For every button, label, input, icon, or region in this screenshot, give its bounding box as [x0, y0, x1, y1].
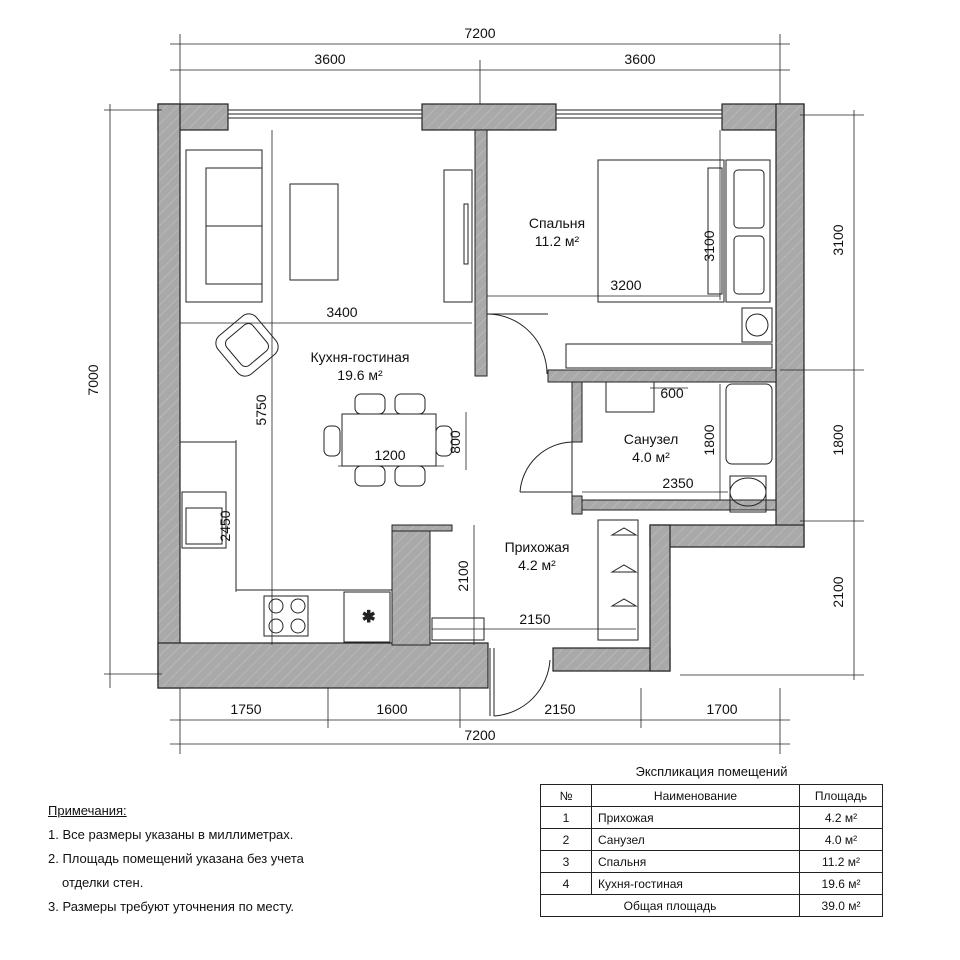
- dining-set: [323, 393, 453, 487]
- note-2-continued: отделки стен.: [62, 875, 144, 890]
- table-row: 2 Санузел 4.0 м²: [540, 828, 883, 851]
- dim-overall-top: 7200: [464, 25, 495, 41]
- legend-cell-num: 4: [540, 872, 592, 895]
- coffee-table: [289, 183, 339, 281]
- legend-cell-name: Санузел: [591, 828, 800, 851]
- legend-header-area: Площадь: [799, 784, 883, 807]
- doors: [486, 313, 573, 717]
- dim-kitchen-len: 2450: [217, 510, 233, 541]
- dim-right-2: 1800: [830, 424, 846, 455]
- legend-header-name: Наименование: [591, 784, 800, 807]
- legend-title: Экспликация помещений: [635, 764, 788, 779]
- bed: [597, 159, 771, 303]
- room-bath-name: Санузел: [624, 431, 679, 447]
- legend-header-num: №: [540, 784, 592, 807]
- kitchen-counter: ✱: [180, 441, 392, 643]
- legend-cell-num: 1: [540, 806, 592, 829]
- dim-bottom-4: 1700: [706, 701, 737, 717]
- notes-title: Примечания:: [48, 803, 127, 818]
- dim-hall-height: 2100: [455, 560, 471, 591]
- dim-right-3: 2100: [830, 576, 846, 607]
- windows: [227, 109, 723, 119]
- legend-total-label: Общая площадь: [540, 894, 800, 917]
- dim-table-width: 1200: [374, 447, 405, 463]
- dim-top-left: 3600: [314, 51, 345, 67]
- wardrobe: [565, 343, 773, 369]
- armchair: [215, 313, 279, 377]
- washing-machine: [741, 307, 773, 343]
- dim-table-depth: 800: [447, 430, 463, 454]
- legend-total-row: Общая площадь 39.0 м²: [540, 894, 883, 917]
- legend-cell-name: Прихожая: [591, 806, 800, 829]
- dim-right-1: 3100: [830, 224, 846, 255]
- dim-living-width: 3400: [326, 304, 357, 320]
- room-living-area: 19.6 м²: [337, 367, 383, 383]
- legend-cell-area: 11.2 м²: [799, 850, 883, 873]
- dim-living-height: 5750: [253, 394, 269, 425]
- note-1: 1. Все размеры указаны в миллиметрах.: [48, 827, 294, 842]
- note-3: 3. Размеры требуют уточнения по месту.: [48, 899, 295, 914]
- legend-table: № Наименование Площадь 1 Прихожая 4.2 м²…: [540, 784, 883, 917]
- legend-header-row: № Наименование Площадь: [540, 784, 883, 807]
- outer-walls: [157, 103, 805, 689]
- room-bedroom-area: 11.2 м²: [535, 233, 580, 249]
- room-hall-area: 4.2 м²: [518, 557, 556, 573]
- dim-bath-width: 2350: [662, 475, 693, 491]
- table-row: 3 Спальня 11.2 м²: [540, 850, 883, 873]
- notes: Примечания: 1. Все размеры указаны в мил…: [48, 799, 468, 919]
- svg-text:✱: ✱: [362, 607, 375, 626]
- dim-top-right: 3600: [624, 51, 655, 67]
- dim-bath-height: 1800: [701, 424, 717, 455]
- dim-bedroom-height: 3100: [701, 230, 717, 261]
- tv-unit: [443, 169, 473, 303]
- legend-cell-name: Спальня: [591, 850, 800, 873]
- dim-bottom-3: 2150: [544, 701, 575, 717]
- legend-cell-area: 4.0 м²: [799, 828, 883, 851]
- legend-cell-num: 3: [540, 850, 592, 873]
- room-hall-name: Прихожая: [505, 539, 570, 555]
- bathroom-fixtures: [605, 381, 773, 513]
- room-labels: Кухня-гостиная 19.6 м² Спальня 11.2 м² С…: [310, 215, 678, 573]
- legend-cell-area: 4.2 м²: [799, 806, 883, 829]
- legend-total-area: 39.0 м²: [799, 894, 883, 917]
- interior-walls: [391, 129, 777, 646]
- dimension-labels: 7200 3600 3600 7000 3100 1800 2100 1750 …: [85, 25, 846, 743]
- sofa: [185, 149, 263, 303]
- dim-overall-height: 7000: [85, 364, 101, 395]
- table-row: 1 Прихожая 4.2 м²: [540, 806, 883, 829]
- room-bedroom-name: Спальня: [529, 215, 585, 231]
- legend-cell-area: 19.6 м²: [799, 872, 883, 895]
- dim-bottom-2: 1600: [376, 701, 407, 717]
- room-bath-area: 4.0 м²: [632, 449, 670, 465]
- dim-bath-600: 600: [660, 385, 684, 401]
- note-2: 2. Площадь помещений указана без учета: [48, 851, 304, 866]
- legend-cell-name: Кухня-гостиная: [591, 872, 800, 895]
- legend-cell-num: 2: [540, 828, 592, 851]
- dim-bedroom-width: 3200: [610, 277, 641, 293]
- dim-bottom-1: 1750: [230, 701, 261, 717]
- dim-overall-bottom: 7200: [464, 727, 495, 743]
- dim-hall-width: 2150: [519, 611, 550, 627]
- room-living-name: Кухня-гостиная: [310, 349, 409, 365]
- dimension-lines: [104, 34, 864, 754]
- table-row: 4 Кухня-гостиная 19.6 м²: [540, 872, 883, 895]
